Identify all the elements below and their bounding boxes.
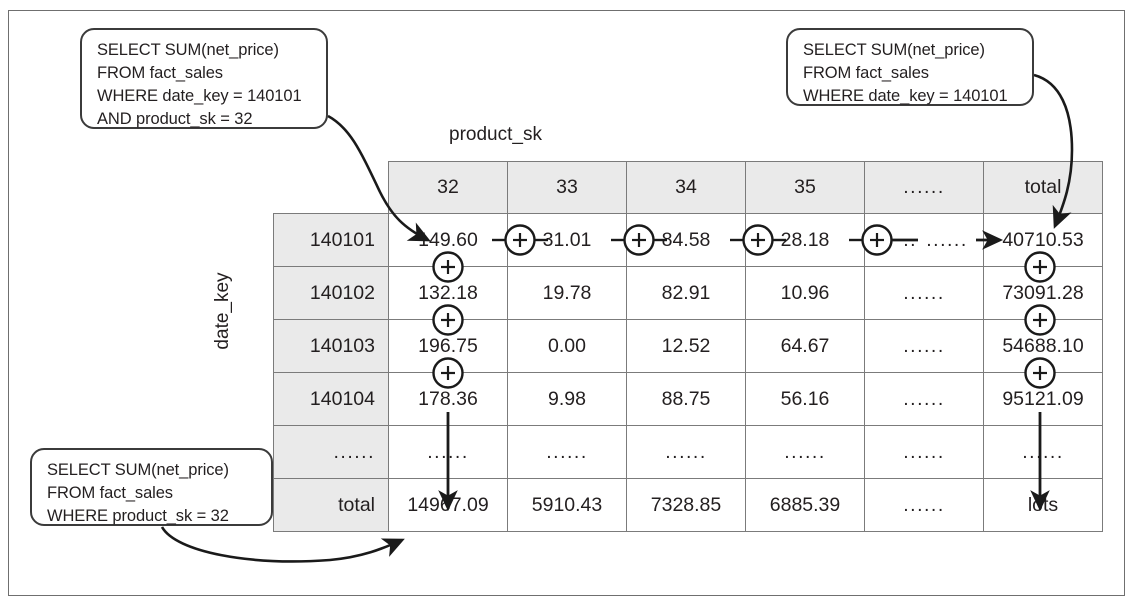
- sql-line: FROM fact_sales: [97, 64, 223, 82]
- row-header: 140101: [273, 213, 389, 267]
- data-cell: 14967.09: [388, 478, 508, 532]
- column-header: 33: [507, 161, 627, 214]
- callout-sql-row-total-query: SELECT SUM(net_price) FROM fact_sales WH…: [786, 28, 1034, 106]
- data-cell: 64.67: [745, 319, 865, 373]
- table-row: total 14967.09 5910.43 7328.85 6885.39 .…: [273, 478, 1103, 532]
- data-cell: 0.00: [507, 319, 627, 373]
- table-row: 140102 132.18 19.78 82.91 10.96 ...... 7…: [273, 266, 1103, 320]
- sql-line: WHERE date_key = 140101: [97, 87, 302, 105]
- data-cell: 82.91: [626, 266, 746, 320]
- data-cell: 19.78: [507, 266, 627, 320]
- data-cell: lots: [983, 478, 1103, 532]
- data-cell: ......: [864, 478, 984, 532]
- data-cell: ......: [864, 213, 984, 267]
- data-cell: 132.18: [388, 266, 508, 320]
- data-cell: ......: [864, 266, 984, 320]
- row-header: total: [273, 478, 389, 532]
- sql-line: WHERE date_key = 140101: [803, 87, 1008, 105]
- data-cell: ......: [626, 425, 746, 479]
- data-cell: 31.01: [507, 213, 627, 267]
- data-cell: 73091.28: [983, 266, 1103, 320]
- column-header: 35: [745, 161, 865, 214]
- sql-line: WHERE product_sk = 32: [47, 507, 229, 525]
- data-cell: ......: [864, 319, 984, 373]
- column-header: total: [983, 161, 1103, 214]
- data-cell: 196.75: [388, 319, 508, 373]
- row-header: 140103: [273, 319, 389, 373]
- column-header: ......: [864, 161, 984, 214]
- data-cell: 149.60: [388, 213, 508, 267]
- data-cell: 95121.09: [983, 372, 1103, 426]
- sql-line: AND product_sk = 32: [97, 110, 253, 128]
- data-cell: 10.96: [745, 266, 865, 320]
- table-corner-cell: [274, 162, 389, 214]
- row-header: 140104: [273, 372, 389, 426]
- pivot-matrix-table: 32 33 34 35 ...... total 140101 149.60 3…: [273, 161, 1103, 532]
- data-cell: ......: [864, 425, 984, 479]
- callout-sql-column-total-query: SELECT SUM(net_price) FROM fact_sales WH…: [30, 448, 273, 526]
- column-header: 34: [626, 161, 746, 214]
- column-header: 32: [388, 161, 508, 214]
- data-cell: 7328.85: [626, 478, 746, 532]
- data-cell: 88.75: [626, 372, 746, 426]
- row-header: ......: [273, 425, 389, 479]
- column-axis-title: product_sk: [449, 124, 542, 145]
- data-cell: 9.98: [507, 372, 627, 426]
- data-cell: ......: [983, 425, 1103, 479]
- data-cell: 84.58: [626, 213, 746, 267]
- data-cell: 54688.10: [983, 319, 1103, 373]
- row-header: 140102: [273, 266, 389, 320]
- sql-line: SELECT SUM(net_price): [803, 41, 985, 59]
- data-cell: 6885.39: [745, 478, 865, 532]
- table-row: ...... ...... ...... ...... ...... .....…: [273, 425, 1103, 479]
- sql-line: SELECT SUM(net_price): [97, 41, 279, 59]
- data-cell: 12.52: [626, 319, 746, 373]
- table-row: 140103 196.75 0.00 12.52 64.67 ...... 54…: [273, 319, 1103, 373]
- sql-line: FROM fact_sales: [803, 64, 929, 82]
- sql-line: SELECT SUM(net_price): [47, 461, 229, 479]
- callout-sql-cell-query: SELECT SUM(net_price) FROM fact_sales WH…: [80, 28, 328, 129]
- table-row: 140101 149.60 31.01 84.58 28.18 ...... 4…: [273, 213, 1103, 267]
- data-cell: ......: [745, 425, 865, 479]
- table-header-row: 32 33 34 35 ...... total: [274, 161, 1103, 214]
- table-row: 140104 178.36 9.98 88.75 56.16 ...... 95…: [273, 372, 1103, 426]
- data-cell: 56.16: [745, 372, 865, 426]
- data-cell: 5910.43: [507, 478, 627, 532]
- data-cell: 178.36: [388, 372, 508, 426]
- sql-line: FROM fact_sales: [47, 484, 173, 502]
- data-cell: ......: [507, 425, 627, 479]
- data-cell: 28.18: [745, 213, 865, 267]
- data-cell: ......: [864, 372, 984, 426]
- row-axis-title: date_key: [212, 272, 233, 350]
- data-cell: ......: [388, 425, 508, 479]
- data-cell: 40710.53: [983, 213, 1103, 267]
